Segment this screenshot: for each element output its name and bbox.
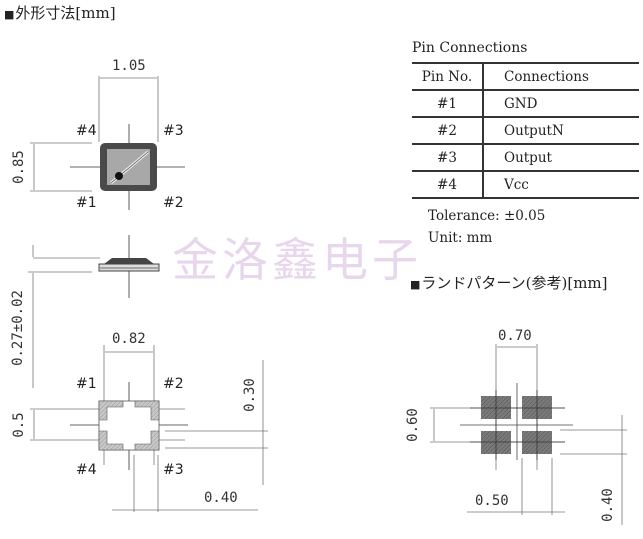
outline-dimensions-title: ■外形寸法[mm] <box>4 2 116 23</box>
watermark-text: 金洛鑫电子 <box>172 233 422 287</box>
header-pin-no: Pin No. <box>412 62 484 91</box>
bullet-square: ■ <box>410 278 421 291</box>
land-pattern-title-text: ランドパターン(参考)[mm] <box>421 274 608 292</box>
header-connections: Connections <box>483 62 639 91</box>
table-row: #2 OutputN <box>412 116 639 145</box>
dim-land-pad-0-40: 0.40 <box>600 488 616 522</box>
bottom-pad-1 <box>98 400 124 421</box>
bottom-pin1-label: #1 <box>76 376 97 392</box>
pin1-marker-icon <box>115 172 123 180</box>
top-pin2-label: #2 <box>163 195 184 211</box>
tolerance-note: Tolerance: ±0.05 <box>428 208 546 224</box>
dim-land-pitch-0-60: 0.60 <box>405 408 421 442</box>
package-lid-side <box>104 258 154 264</box>
dim-pad-0-40: 0.40 <box>204 490 238 506</box>
dim-pitch-0-5: 0.5 <box>11 412 27 437</box>
pin-number: #2 <box>412 116 484 145</box>
pin-number: #4 <box>412 170 484 199</box>
bottom-pin2-label: #2 <box>163 376 184 392</box>
package-body-bottom <box>98 400 160 451</box>
pin-connections-table: Pin No. Connections #1 GND #2 OutputN #3… <box>412 62 639 199</box>
table-row: #1 GND <box>412 89 639 118</box>
dim-thickness: 0.27±0.02 <box>10 290 26 366</box>
top-pin1-label: #1 <box>76 195 97 211</box>
top-pin3-label: #3 <box>163 123 184 139</box>
pin-number: #1 <box>412 89 484 118</box>
pin-number: #3 <box>412 143 484 172</box>
pin-connections-title: Pin Connections <box>412 40 528 56</box>
dim-pad-0-30: 0.30 <box>242 378 258 412</box>
dim-land-pitch-0-70: 0.70 <box>498 328 532 344</box>
bottom-pad-3 <box>134 430 160 451</box>
side-view <box>28 235 130 388</box>
table-header-row: Pin No. Connections <box>412 62 639 91</box>
dim-width-1-05: 1.05 <box>112 58 146 74</box>
pin-connection: GND <box>483 89 639 118</box>
land-pattern-title: ■ランドパターン(参考)[mm] <box>410 272 608 293</box>
bullet-square: ■ <box>4 8 15 21</box>
top-pin4-label: #4 <box>76 123 97 139</box>
pin-connection: Vcc <box>483 170 639 199</box>
bottom-pad-4 <box>98 430 124 451</box>
bottom-pin4-label: #4 <box>76 462 97 478</box>
bottom-pad-2 <box>134 400 160 421</box>
outline-title-text: 外形寸法[mm] <box>15 4 116 22</box>
table-row: #4 Vcc <box>412 170 639 199</box>
dim-height-0-85: 0.85 <box>11 150 27 184</box>
table-row: #3 Output <box>412 143 639 172</box>
pin-connection: OutputN <box>483 116 639 145</box>
bottom-pin3-label: #3 <box>163 462 184 478</box>
pin-connection: Output <box>483 143 639 172</box>
dim-pitch-0-82: 0.82 <box>112 331 146 347</box>
dim-land-pad-0-50: 0.50 <box>475 493 509 509</box>
unit-note: Unit: mm <box>428 230 493 246</box>
package-base-side <box>98 263 160 272</box>
